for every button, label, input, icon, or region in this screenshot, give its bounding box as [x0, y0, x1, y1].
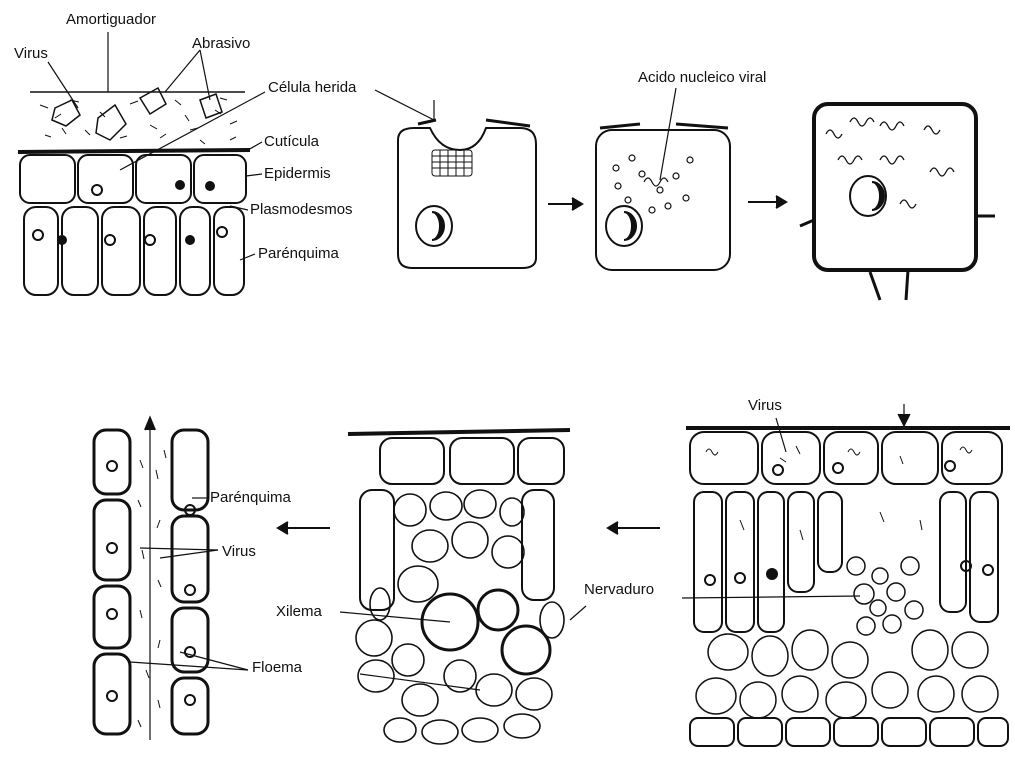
label-celula-herida: Célula herida: [268, 80, 356, 95]
leaf-cross-section: [570, 404, 1010, 746]
mid-palisade: [360, 490, 554, 610]
mid-epidermis: [380, 438, 564, 484]
virus-cluster: [432, 150, 472, 176]
upper-epidermis: [690, 432, 1002, 484]
label-xilema: Xilema: [276, 604, 322, 619]
label-virus-bottom-right: Virus: [748, 398, 782, 413]
uncoating-cell: [596, 88, 730, 270]
abrasive-particles: [40, 98, 237, 144]
palisade-cells: [694, 492, 998, 632]
label-parenquima-top: Parénquima: [258, 246, 339, 261]
arrow-4: [278, 522, 330, 534]
wounded-leaf-section: [18, 32, 265, 295]
arrow-3: [608, 522, 660, 534]
leader-lines-top-left: [48, 32, 265, 260]
vein-and-spongy-cells: [696, 557, 998, 718]
label-virus-top: Virus: [14, 46, 48, 61]
leader-lines-bottom-left: [130, 498, 248, 670]
label-virus-bottom-left: Virus: [222, 544, 256, 559]
right-parenchyma-column: [172, 430, 208, 734]
label-abrasivo: Abrasivo: [192, 36, 250, 51]
mid-cells: [356, 490, 564, 744]
viral-particles-strand: [138, 450, 166, 727]
vascular-strand: [94, 418, 330, 740]
abrasive-crystals: [52, 88, 222, 140]
mesophyll-section: [340, 430, 570, 744]
label-parenquima-bottom: Parénquima: [210, 490, 291, 505]
label-acido-nucleico: Acido nucleico viral: [638, 70, 766, 85]
wounded-cell: [375, 90, 536, 268]
epidermis-cells: [20, 155, 246, 203]
arrow-2: [748, 196, 786, 208]
label-plasmodesmos: Plasmodesmos: [250, 202, 353, 217]
label-floema: Floema: [252, 660, 302, 675]
label-cuticula: Cutícula: [264, 134, 319, 149]
parenchyma-cells: [24, 207, 244, 295]
left-parenchyma-column: [94, 430, 130, 734]
label-epidermis: Epidermis: [264, 166, 331, 181]
infection-sequence: [375, 88, 995, 300]
label-amortiguador: Amortiguador: [66, 12, 156, 27]
lower-epidermis: [690, 718, 1008, 746]
label-nervaduro: Nervaduro: [584, 582, 654, 597]
replication-cell: [800, 104, 995, 300]
viral-rna: [826, 118, 954, 208]
arrow-1: [548, 198, 582, 210]
